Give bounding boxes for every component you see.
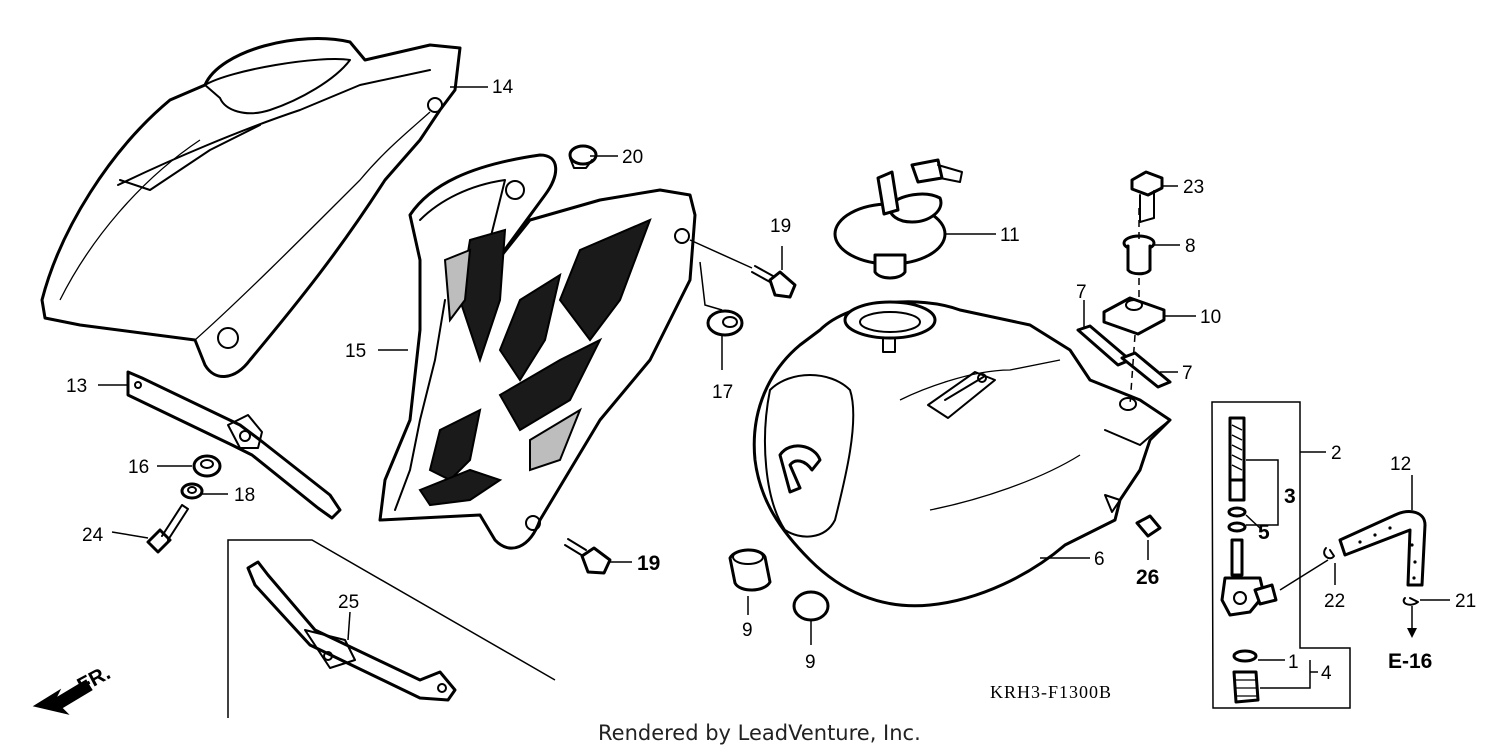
callout-2[interactable]: 2 bbox=[1331, 443, 1342, 464]
part-11-fuel-cap[interactable] bbox=[833, 158, 963, 280]
part-23-bolt[interactable] bbox=[1130, 170, 1164, 223]
part-6-fuel-tank[interactable] bbox=[752, 300, 1172, 608]
part-19-bolt-upper[interactable] bbox=[751, 265, 797, 299]
callout-13[interactable]: 13 bbox=[66, 376, 87, 397]
part-9-cushion-a[interactable] bbox=[728, 548, 772, 592]
callout-25[interactable]: 25 bbox=[338, 592, 359, 613]
callout-1[interactable]: 1 bbox=[1288, 652, 1299, 673]
callout-14[interactable]: 14 bbox=[492, 77, 514, 98]
part-25-inset bbox=[227, 539, 556, 718]
callout-10[interactable]: 10 bbox=[1200, 307, 1221, 328]
callout-19-lower[interactable]: 19 bbox=[637, 552, 660, 575]
callout-6[interactable]: 6 bbox=[1094, 549, 1105, 570]
credit-text: Rendered by LeadVenture, Inc. bbox=[598, 721, 921, 745]
callout-12[interactable]: 12 bbox=[1390, 454, 1411, 475]
callout-23[interactable]: 23 bbox=[1183, 177, 1204, 198]
callout-8[interactable]: 8 bbox=[1185, 236, 1196, 257]
part-14-shroud[interactable] bbox=[40, 37, 462, 378]
part-20-bolt[interactable] bbox=[568, 144, 598, 169]
part-16-grommet[interactable] bbox=[192, 454, 222, 478]
callout-7-lower[interactable]: 7 bbox=[1182, 363, 1193, 384]
callout-22[interactable]: 22 bbox=[1324, 591, 1345, 612]
callout-19-upper[interactable]: 19 bbox=[770, 216, 791, 237]
part-22-clip[interactable] bbox=[1323, 547, 1335, 560]
part-19-bolt-lower[interactable] bbox=[564, 538, 612, 575]
part-24-bolt[interactable] bbox=[146, 504, 189, 554]
reference-label[interactable]: E-16 bbox=[1388, 650, 1432, 673]
diagram-code: KRH3-F1300B bbox=[990, 682, 1112, 702]
callout-5[interactable]: 5 bbox=[1258, 521, 1270, 544]
part-8-collar[interactable] bbox=[1122, 234, 1156, 276]
part-9-cushion-b[interactable] bbox=[792, 590, 830, 622]
part-26-pad[interactable] bbox=[1135, 514, 1162, 538]
part-21-clip[interactable] bbox=[1402, 597, 1419, 606]
part-2-fuel-valve-assembly[interactable] bbox=[1211, 401, 1351, 709]
part-17-grommet[interactable] bbox=[706, 309, 744, 337]
callout-4[interactable]: 4 bbox=[1321, 663, 1332, 684]
callout-24[interactable]: 24 bbox=[82, 525, 104, 546]
callout-17[interactable]: 17 bbox=[712, 382, 733, 403]
callout-20[interactable]: 20 bbox=[622, 147, 643, 168]
leader-lines bbox=[98, 86, 1450, 689]
callout-18[interactable]: 18 bbox=[234, 485, 255, 506]
part-18-collar[interactable] bbox=[180, 482, 204, 500]
callout-9-b[interactable]: 9 bbox=[805, 652, 816, 673]
callout-9-a[interactable]: 9 bbox=[742, 620, 753, 641]
part-10-rubber-mount[interactable] bbox=[1102, 296, 1166, 336]
callout-26[interactable]: 26 bbox=[1136, 566, 1159, 589]
callout-16[interactable]: 16 bbox=[128, 457, 149, 478]
callout-15[interactable]: 15 bbox=[345, 341, 366, 362]
part-13-bracket[interactable] bbox=[126, 370, 342, 520]
callout-7-upper[interactable]: 7 bbox=[1076, 282, 1087, 303]
callout-3[interactable]: 3 bbox=[1284, 485, 1296, 508]
callout-21[interactable]: 21 bbox=[1455, 591, 1476, 612]
part-7-cushion-lower[interactable] bbox=[1120, 351, 1172, 389]
part-12-fuel-hose[interactable] bbox=[1338, 510, 1427, 587]
part-15-side-cover[interactable] bbox=[378, 153, 697, 550]
callout-11[interactable]: 11 bbox=[1000, 225, 1020, 246]
front-direction-marker: FR. bbox=[32, 661, 114, 715]
